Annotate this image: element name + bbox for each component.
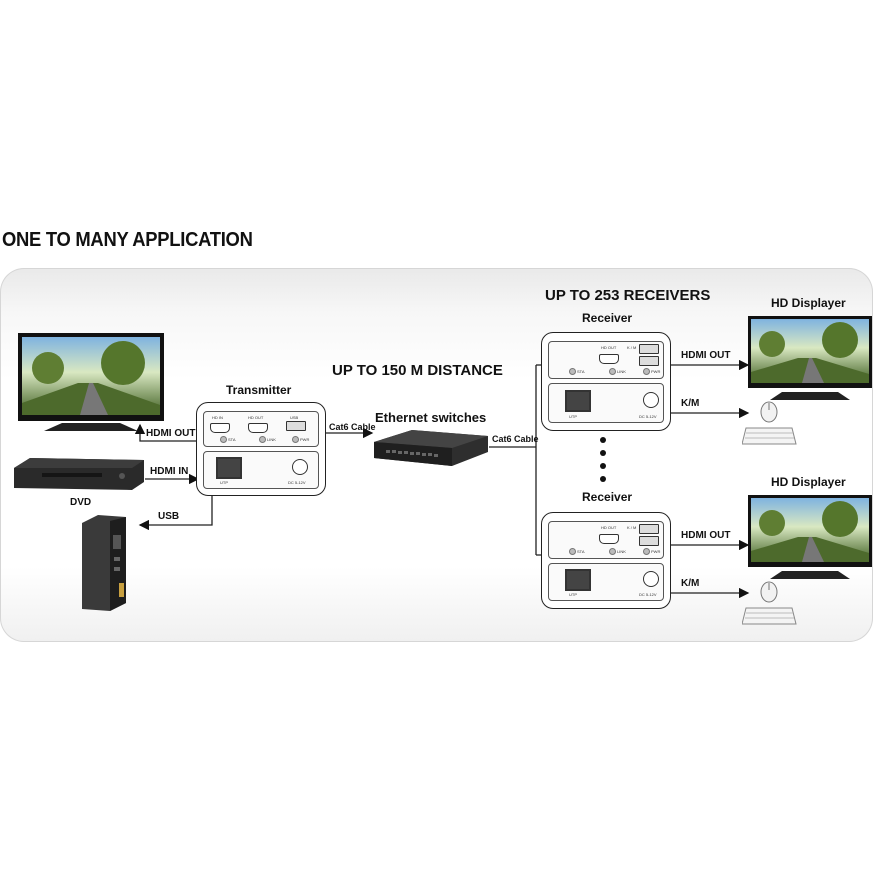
rx2-sta-label: STA — [577, 549, 585, 554]
rx2-link-label: LINK — [617, 549, 626, 554]
tv-display-bottom-icon — [748, 495, 872, 579]
page-title: ONE TO MANY APPLICATION — [2, 229, 253, 251]
rx2-pwr-led-icon — [643, 548, 650, 555]
rx1-usb-port-1-icon — [639, 344, 659, 354]
hd-displayer-top-label: HD Displayer — [771, 296, 846, 310]
hd-displayer-bottom-label: HD Displayer — [771, 475, 846, 489]
receivers-count-label: UP TO 253 RECEIVERS — [545, 287, 711, 304]
tx-usb-label: USB — [290, 415, 299, 420]
hdmi-out-tx-label: HDMI OUT — [146, 428, 196, 439]
hdmi-out-rx-top-label: HDMI OUT — [681, 350, 731, 361]
receiver-bottom-rear-panel: UTP DC 5-12V — [548, 563, 664, 601]
tx-hd-in-label: HD IN — [212, 415, 223, 420]
rx1-hd-out-label: HD OUT — [601, 345, 617, 350]
pwr-led-icon — [292, 436, 299, 443]
rx1-usb-port-2-icon — [639, 356, 659, 366]
hdmi-out-port-icon — [248, 423, 268, 433]
rx1-dc-label: DC 5-12V — [639, 414, 657, 419]
usb-label: USB — [158, 511, 180, 522]
rx1-pwr-label: PWR — [651, 369, 661, 374]
rx2-dc-port-icon — [643, 571, 659, 587]
rx1-link-label: LINK — [617, 369, 626, 374]
transmitter-rear-panel: UTP DC 5-12V — [203, 451, 319, 489]
tv-source-icon — [18, 333, 164, 431]
distance-label: UP TO 150 M DISTANCE — [332, 362, 503, 379]
rx2-hdmi-out-port-icon — [599, 534, 619, 544]
rx1-km-label: K / M — [627, 345, 637, 350]
tx-dc-label: DC 5-12V — [288, 480, 306, 485]
transmitter-device: HD IN HD OUT USB STA LINK PWR UTP DC 5-1… — [196, 402, 326, 496]
ethernet-switch-icon — [374, 430, 488, 466]
rj45-port-icon — [216, 457, 242, 479]
cat6-cable-left-label: Cat6 Cable — [329, 422, 376, 432]
keyboard-mouse-bottom-icon — [742, 581, 797, 625]
ethernet-switches-label: Ethernet switches — [375, 410, 487, 425]
receiver-top-rear-panel: UTP DC 5-12V — [548, 383, 664, 423]
tv-display-top-icon — [748, 316, 872, 400]
rx1-sta-label: STA — [577, 369, 585, 374]
receiver-bottom-label: Receiver — [582, 490, 633, 504]
tx-hd-out-label: HD OUT — [248, 415, 264, 420]
keyboard-mouse-top-icon — [742, 401, 797, 445]
rx2-sta-led-icon — [569, 548, 576, 555]
sta-led-icon — [220, 436, 227, 443]
receiver-top-front-panel: HD OUT K / M STA LINK PWR — [548, 341, 664, 379]
dvd-player-icon — [14, 458, 144, 490]
receiver-bottom-device: HD OUT K / M STA LINK PWR UTP DC 5-12V — [541, 512, 671, 609]
receiver-top-label: Receiver — [582, 311, 633, 325]
rx2-usb-port-2-icon — [639, 536, 659, 546]
dc-power-port-icon — [292, 459, 308, 475]
rx1-link-led-icon — [609, 368, 616, 375]
transmitter-label: Transmitter — [226, 383, 292, 397]
receiver-bottom-front-panel: HD OUT K / M STA LINK PWR — [548, 521, 664, 559]
desktop-pc-icon — [82, 515, 126, 611]
tx-sta-label: STA — [228, 437, 236, 442]
hdmi-in-tx-label: HDMI IN — [150, 466, 189, 477]
rx2-pwr-label: PWR — [651, 549, 661, 554]
rx1-hdmi-out-port-icon — [599, 354, 619, 364]
dvd-label: DVD — [70, 497, 92, 508]
rx2-hd-out-label: HD OUT — [601, 525, 617, 530]
cat6-cable-right-label: Cat6 Cable — [492, 434, 539, 444]
rx1-dc-port-icon — [643, 392, 659, 408]
rx2-km-label: K / M — [627, 525, 637, 530]
usb-port-icon — [286, 421, 306, 431]
rx1-pwr-led-icon — [643, 368, 650, 375]
tx-pwr-label: PWR — [300, 437, 310, 442]
hdmi-in-port-icon — [210, 423, 230, 433]
km-bottom-label: K/M — [681, 578, 700, 589]
rx2-link-led-icon — [609, 548, 616, 555]
tx-utp-label: UTP — [220, 480, 228, 485]
transmitter-front-panel: HD IN HD OUT USB STA LINK PWR — [203, 411, 319, 447]
rx2-utp-label: UTP — [569, 592, 577, 597]
rx2-dc-label: DC 5-12V — [639, 592, 657, 597]
rx1-sta-led-icon — [569, 368, 576, 375]
km-top-label: K/M — [681, 398, 700, 409]
link-led-icon — [259, 436, 266, 443]
rx1-rj45-port-icon — [565, 390, 591, 412]
rx1-utp-label: UTP — [569, 414, 577, 419]
rx2-rj45-port-icon — [565, 569, 591, 591]
receiver-top-device: HD OUT K / M STA LINK PWR UTP DC 5-12V — [541, 332, 671, 431]
hdmi-out-rx-bottom-label: HDMI OUT — [681, 530, 731, 541]
more-receivers-ellipsis — [600, 437, 606, 489]
rx2-usb-port-1-icon — [639, 524, 659, 534]
tx-link-label: LINK — [267, 437, 276, 442]
